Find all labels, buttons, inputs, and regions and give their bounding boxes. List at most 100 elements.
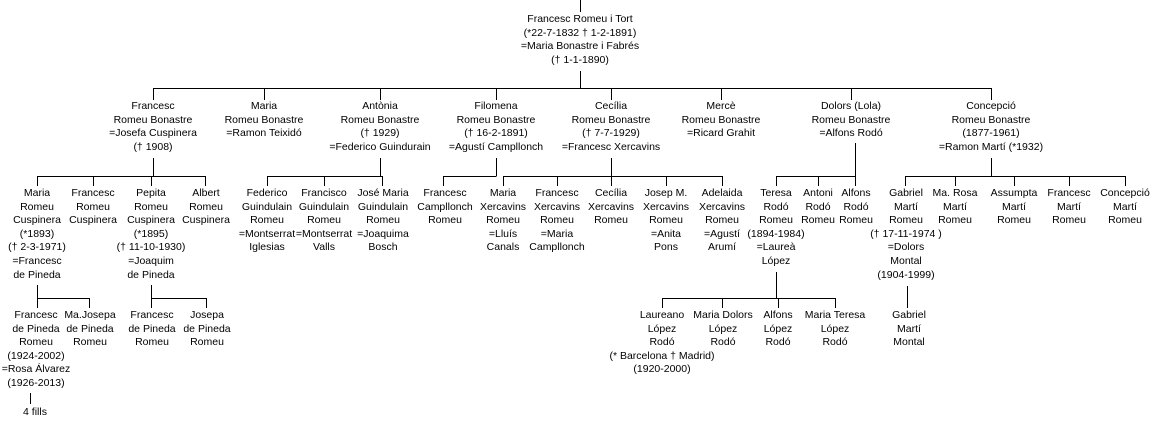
- node-line: =Ricard Grahit: [687, 127, 755, 140]
- node-line: Romeu: [73, 336, 107, 349]
- node-line: Rodó: [649, 336, 675, 349]
- grandchild-francesc-campllonch: Francesc Campllonch Romeu: [410, 187, 480, 228]
- node-line: Ma.Josepa: [64, 309, 116, 321]
- great-grandchild-josepa-de-pineda-1: Ma.Josepa de Pineda Romeu: [59, 309, 121, 350]
- node-line: († 1908): [133, 140, 173, 153]
- node-line: (*1893): [19, 227, 55, 240]
- node-line: Pons: [654, 241, 678, 254]
- node-line: Antoni: [803, 187, 833, 199]
- node-line: Xercavins: [587, 200, 635, 213]
- node-line: =Ramon Martí (*1932): [938, 140, 1044, 153]
- node-line: Maria: [23, 187, 51, 199]
- node-line: =Francesc: [12, 254, 62, 267]
- great-grandchild-francesc-de-pineda-2: Francesc de Pineda Romeu: [120, 309, 184, 350]
- node-line: Pepita: [136, 187, 166, 199]
- node-line: =Federico Guindurain: [329, 140, 431, 153]
- great-grandchild-gabriel-marti-montal: Gabriel Martí Montal: [882, 309, 936, 350]
- grandchild-federico-guindulain: Federico Guindulain Romeu =Montserrat Ig…: [227, 187, 307, 255]
- grandchild-francesc-cuspinera: Francesc Romeu Cuspinera: [63, 187, 123, 228]
- node-line: Romeu: [76, 200, 110, 213]
- node-line: Guindulain: [357, 200, 409, 213]
- grandchild-teresa-rodo: Teresa Rodó Romeu (1894-1984) =Laureà Ló…: [741, 187, 811, 269]
- node-line: Romeu: [594, 214, 628, 227]
- node-line: Montal: [890, 254, 922, 267]
- node-line: Martí: [894, 200, 918, 213]
- child-dolors: Dolors (Lola) Romeu Bonastre =Alfons Rod…: [801, 100, 901, 141]
- grandchild-francisco-guindulain: Francisco Guindulain Romeu =Montserrat V…: [288, 187, 360, 255]
- node-line: Alfons: [841, 187, 871, 199]
- grandchild-alfons-rodo: Alfons Rodó Romeu: [834, 187, 878, 228]
- child-merce: Mercè Romeu Bonastre =Ricard Grahit: [676, 100, 766, 141]
- node-line: Josep M.: [644, 187, 688, 199]
- node-line: Federico: [246, 187, 288, 199]
- node-line: Cecília: [594, 187, 628, 199]
- grandchild-assumpta-marti: Assumpta Martí Romeu: [984, 187, 1044, 228]
- node-line: Maria: [489, 187, 517, 199]
- node-line: Romeu: [190, 336, 224, 349]
- great-grandchild-maria-dolors-lopez: Maria Dolors López Rodó: [687, 309, 759, 350]
- node-line: (1904-1999): [877, 268, 935, 281]
- node-line: († 1-1-1890): [551, 53, 609, 66]
- node-line: Romeu Bonastre: [113, 113, 193, 126]
- grandchild-pepita-cuspinera: Pepita Romeu Cuspinera (*1895) († 11-10-…: [111, 187, 191, 282]
- node-line: =Rosa Álvarez: [1, 363, 71, 376]
- node-line: Rodó: [763, 200, 789, 213]
- node-line: 4 fills: [23, 406, 47, 418]
- node-line: =Dolors: [887, 241, 925, 254]
- node-line: (1924-2002): [7, 349, 65, 362]
- descendants-note: 4 fills: [10, 406, 60, 420]
- node-line: Canals: [486, 241, 520, 254]
- node-line: Romeu Bonastre: [224, 113, 304, 126]
- grandchild-francesc-xercavins: Francesc Xercavins Romeu =Maria Campllon…: [526, 187, 588, 255]
- node-line: López: [761, 254, 791, 267]
- node-line: Adelaida: [701, 187, 743, 199]
- node-line: de Pineda: [127, 268, 175, 281]
- node-line: Xercavins: [698, 200, 746, 213]
- grandchild-concepcio-marti: Concepció Martí Romeu: [1095, 187, 1155, 228]
- node-line: Guindulain: [298, 200, 350, 213]
- node-line: José Maria: [357, 187, 409, 199]
- node-line: Albert: [192, 187, 220, 199]
- node-line: Romeu: [19, 336, 53, 349]
- child-francesc: Francesc Romeu Bonastre =Josefa Cuspiner…: [93, 100, 213, 154]
- child-cecilia: Cecília Romeu Bonastre († 7-7-1929) =Fra…: [551, 100, 671, 154]
- node-line: Romeu: [428, 214, 462, 227]
- child-concepcio: Concepció Romeu Bonastre (1877-1961) =Ra…: [926, 100, 1056, 154]
- node-line: Concepció: [966, 100, 1016, 112]
- great-grandchild-laureano-lopez: Laureano López Rodó (* Barcelona † Madri…: [602, 309, 722, 377]
- node-line: Ma. Rosa: [932, 187, 978, 199]
- node-line: Bosch: [368, 241, 398, 254]
- node-line: Mercè: [706, 100, 736, 112]
- node-line: Campllonch: [529, 241, 585, 254]
- node-line: Romeu: [307, 214, 341, 227]
- node-line: Romeu: [801, 214, 835, 227]
- node-line: Romeu Bonastre: [951, 113, 1031, 126]
- node-line: Antònia: [362, 100, 398, 112]
- node-line: († 7-7-1929): [582, 127, 640, 140]
- grandchild-gabriel-marti: Gabriel Martí Romeu († 17-11-1974 ) =Dol…: [863, 187, 949, 282]
- node-line: Romeu: [486, 214, 520, 227]
- node-line: (* Barcelona † Madrid): [609, 349, 715, 362]
- node-line: Rodó: [843, 200, 869, 213]
- node-line: Filomena: [474, 100, 518, 112]
- node-line: Maria Teresa: [804, 309, 866, 321]
- grandchild-rosa-marti: Ma. Rosa Martí Romeu: [925, 187, 985, 228]
- node-line: =Joaquim: [128, 254, 174, 267]
- node-line: Iglesias: [249, 241, 285, 254]
- node-line: Xercavins: [533, 200, 581, 213]
- node-line: Martí: [943, 200, 967, 213]
- node-line: Xercavins: [642, 200, 690, 213]
- node-line: Romeu: [1052, 214, 1086, 227]
- node-line: Cuspinera: [182, 214, 230, 227]
- node-line: Laureano: [639, 309, 685, 321]
- node-line: Xercavins: [479, 200, 527, 213]
- node-line: Alfons: [763, 309, 793, 321]
- node-line: Cuspinera: [13, 214, 61, 227]
- node-line: Romeu: [938, 214, 972, 227]
- node-line: Francesc: [71, 187, 115, 199]
- node-line: (*22-7-1832 † 1-2-1891): [523, 26, 637, 39]
- great-grandchild-maria-teresa-lopez: Maria Teresa López Rodó: [796, 309, 874, 350]
- node-line: =Laureà: [756, 241, 796, 254]
- node-line: López: [708, 322, 738, 335]
- node-line: =Montserrat: [238, 227, 296, 240]
